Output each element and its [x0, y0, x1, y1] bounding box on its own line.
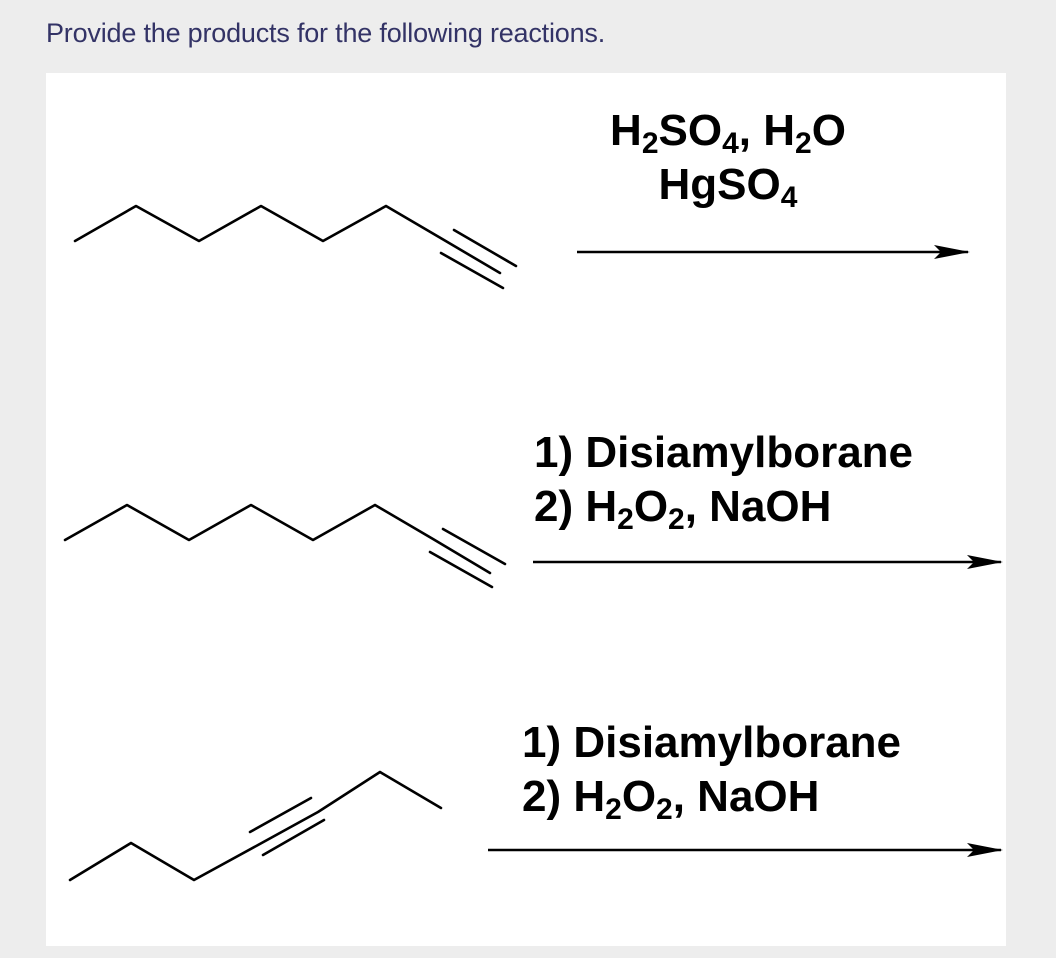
reactant-3-molecule	[68, 770, 443, 882]
reaction-scheme-card	[46, 73, 1006, 946]
reaction-3-reagents: 1) Disiamylborane 2) H2O2, NaOH	[522, 716, 902, 826]
question-prompt: Provide the products for the following r…	[46, 18, 606, 48]
reactant-1-molecule	[73, 204, 518, 290]
reaction-2-step-2: 2) H2O2, NaOH	[534, 482, 832, 536]
reaction-2-reagents: 1) Disiamylborane 2) H2O2, NaOH	[534, 426, 914, 536]
reaction-1-reagents: H2SO4, H2O HgSO4	[578, 104, 878, 214]
reaction-2-step-1: 1) Disiamylborane	[534, 428, 914, 477]
reaction-1-reagents-line-1: H2SO4, H2O	[610, 106, 846, 160]
reactant-2-molecule	[63, 503, 507, 589]
reaction-3-step-2: 2) H2O2, NaOH	[522, 772, 820, 826]
reaction-3-step-1: 1) Disiamylborane	[522, 718, 902, 767]
reaction-1-reagents-line-2: HgSO4	[658, 160, 798, 214]
